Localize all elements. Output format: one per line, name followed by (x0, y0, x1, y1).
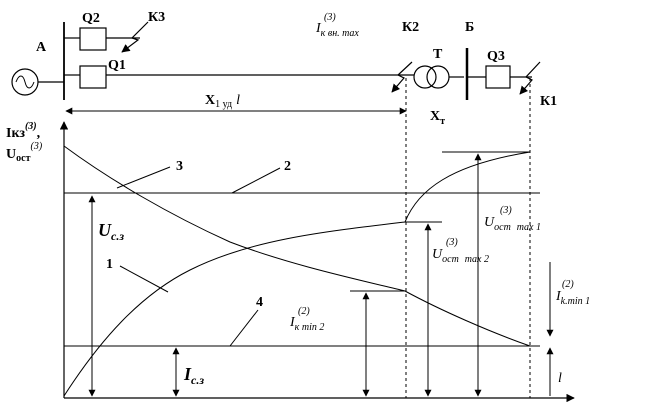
q3-label: Q3 (487, 49, 505, 64)
ikmin2-sup: (2) (298, 306, 310, 317)
curve-1-line (63, 151, 531, 397)
usz-label: Uс.з (98, 220, 124, 243)
q1-label: Q1 (108, 58, 126, 73)
k3-label: К3 (148, 10, 165, 25)
bus-a-label: А (36, 40, 47, 55)
network-scheme (11, 21, 541, 115)
transformer-icon (413, 65, 437, 89)
ik-ext-max-label: Iк вн. max (315, 21, 359, 39)
k1-label: К1 (540, 94, 557, 109)
generator-sine-icon (15, 75, 35, 89)
curve-3-label: 3 (176, 159, 183, 174)
y-axis-uost-label: Uост(3) (6, 141, 43, 164)
ikmin1-sup: (2) (562, 279, 574, 290)
fault-k3-icon (121, 21, 149, 53)
fault-k1-icon (519, 61, 541, 95)
transformer-label: Т (433, 47, 443, 62)
uost1-sup: (3) (500, 205, 512, 216)
l-bottom-label: l (558, 371, 562, 386)
ikmin1-label: Ik.min 1 (555, 289, 590, 307)
graph (59, 78, 575, 403)
curve-2-label: 2 (284, 159, 291, 174)
uost2-sup: (3) (446, 237, 458, 248)
isz-label: Iс.з (183, 364, 204, 387)
xt-label: Xт (430, 109, 445, 127)
curve-1-label: 1 (106, 257, 113, 272)
breaker-q2-icon (79, 27, 107, 51)
breaker-q1-icon (79, 65, 107, 89)
q2-label: Q2 (82, 11, 100, 26)
curve-4-label: 4 (256, 295, 263, 310)
ik-ext-max-sup: (3) (324, 12, 336, 23)
breaker-q3-icon (485, 65, 511, 89)
curve-3-line (63, 145, 531, 347)
fault-k2-icon (391, 61, 413, 93)
k2-label: К2 (402, 20, 419, 35)
y-axis-ikz-label: Iкз(3), (6, 121, 40, 141)
bus-b-label: Б (465, 20, 474, 35)
ikmin2-label: Iк min 2 (289, 315, 324, 333)
